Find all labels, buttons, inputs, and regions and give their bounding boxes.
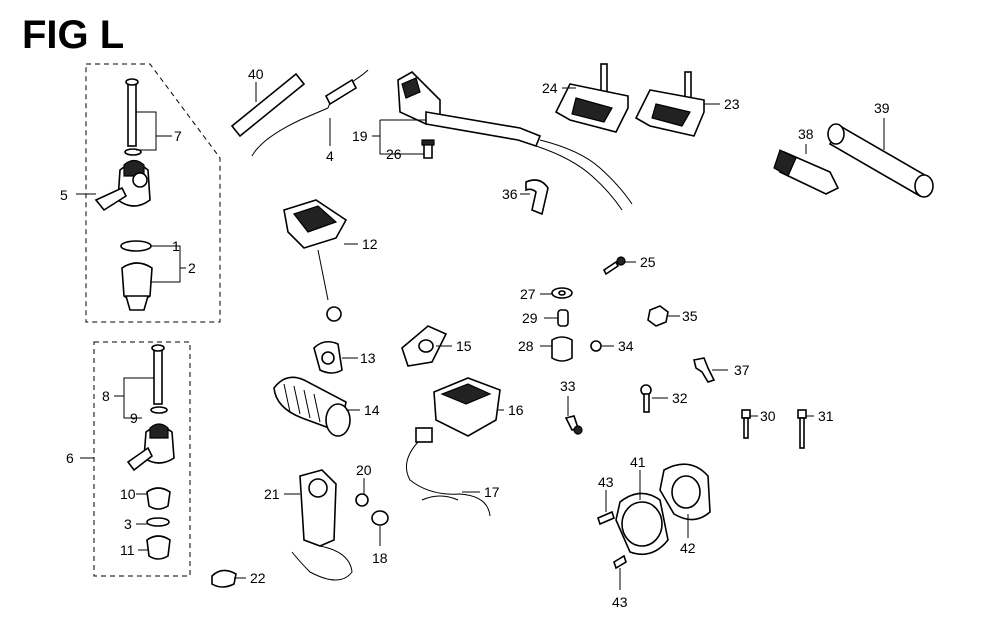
callout-34: 34 xyxy=(618,338,634,354)
callout-25: 25 xyxy=(640,254,656,270)
callout-41: 41 xyxy=(630,454,646,470)
callout-numbers: 5 7 1 2 6 8 9 10 3 11 40 4 19 26 24 23 3… xyxy=(60,66,890,610)
callout-9: 9 xyxy=(130,410,138,426)
callout-22: 22 xyxy=(250,570,266,586)
rod-40 xyxy=(230,72,306,138)
callout-40: 40 xyxy=(248,66,264,82)
figure-title: FIG L xyxy=(22,13,124,57)
callout-13: 13 xyxy=(360,350,376,366)
clip-36 xyxy=(525,179,549,216)
bracket-21 xyxy=(291,469,353,581)
collar-29 xyxy=(557,309,569,327)
callout-35: 35 xyxy=(682,308,698,324)
callout-15: 15 xyxy=(456,338,472,354)
rubber-28 xyxy=(551,336,573,362)
callout-21: 21 xyxy=(264,486,280,502)
callout-17: 17 xyxy=(484,484,500,500)
callout-16: 16 xyxy=(508,402,524,418)
callout-6: 6 xyxy=(66,450,74,466)
callout-5: 5 xyxy=(60,187,68,203)
callout-42: 42 xyxy=(680,540,696,556)
callout-37: 37 xyxy=(734,362,750,378)
callout-20: 20 xyxy=(356,462,372,478)
leader-lines xyxy=(76,82,885,590)
wire-17 xyxy=(405,441,491,517)
callout-43-bottom: 43 xyxy=(612,594,628,610)
mount-24 xyxy=(554,63,629,133)
throttle-lever-19 xyxy=(397,71,633,211)
coil-16 xyxy=(415,377,501,443)
callout-11: 11 xyxy=(120,542,135,558)
callout-14: 14 xyxy=(364,402,380,418)
group-box-6 xyxy=(93,341,191,577)
screw-25 xyxy=(602,256,626,276)
plug-wrench-39 xyxy=(827,123,934,198)
cover-41 xyxy=(615,492,669,556)
callout-10: 10 xyxy=(120,486,136,502)
washer-27 xyxy=(551,287,573,299)
nut-34 xyxy=(590,340,602,352)
cap-18 xyxy=(371,510,389,526)
callout-36: 36 xyxy=(502,186,518,202)
callout-4: 4 xyxy=(326,148,334,164)
callout-7: 7 xyxy=(174,128,182,144)
callout-18: 18 xyxy=(372,550,388,566)
clip-22 xyxy=(211,569,237,588)
callout-27: 27 xyxy=(520,286,536,302)
callout-32: 32 xyxy=(672,390,688,406)
gasket-15 xyxy=(401,325,448,367)
nut-35 xyxy=(647,305,669,327)
fuel-valve-assembly-5 xyxy=(94,78,153,311)
callout-38: 38 xyxy=(798,126,814,142)
spring-4 xyxy=(251,69,369,157)
callout-8: 8 xyxy=(102,388,110,404)
bolt-30 xyxy=(741,409,751,439)
callout-23: 23 xyxy=(724,96,740,112)
callout-19: 19 xyxy=(352,128,368,144)
callout-26: 26 xyxy=(386,146,402,162)
gasket-42 xyxy=(659,463,711,521)
bolt-37 xyxy=(693,357,716,383)
callout-39: 39 xyxy=(874,100,890,116)
grip-14 xyxy=(273,376,351,437)
nut-20 xyxy=(355,493,369,507)
mount-23 xyxy=(634,71,705,137)
spark-plug-38 xyxy=(773,149,840,195)
screw-26 xyxy=(421,139,435,159)
fuel-valve-assembly-6 xyxy=(126,344,175,560)
callout-28: 28 xyxy=(518,338,534,354)
callout-33: 33 xyxy=(560,378,576,394)
callout-2: 2 xyxy=(188,260,196,276)
screw-43-bottom xyxy=(613,554,627,570)
gasket-13 xyxy=(313,340,343,374)
bolt-31 xyxy=(797,409,807,449)
bolt-32 xyxy=(640,384,652,413)
callout-3: 3 xyxy=(124,516,132,532)
fuel-gauge-12 xyxy=(283,199,348,322)
callout-24: 24 xyxy=(542,80,558,96)
callout-31: 31 xyxy=(818,408,834,424)
callout-43-top: 43 xyxy=(598,474,614,490)
callout-29: 29 xyxy=(522,310,538,326)
screw-43-top xyxy=(597,510,615,526)
callout-12: 12 xyxy=(362,236,378,252)
bolt-33 xyxy=(564,415,583,435)
callout-30: 30 xyxy=(760,408,776,424)
group-box-5 xyxy=(85,63,221,323)
callout-1: 1 xyxy=(172,238,180,254)
